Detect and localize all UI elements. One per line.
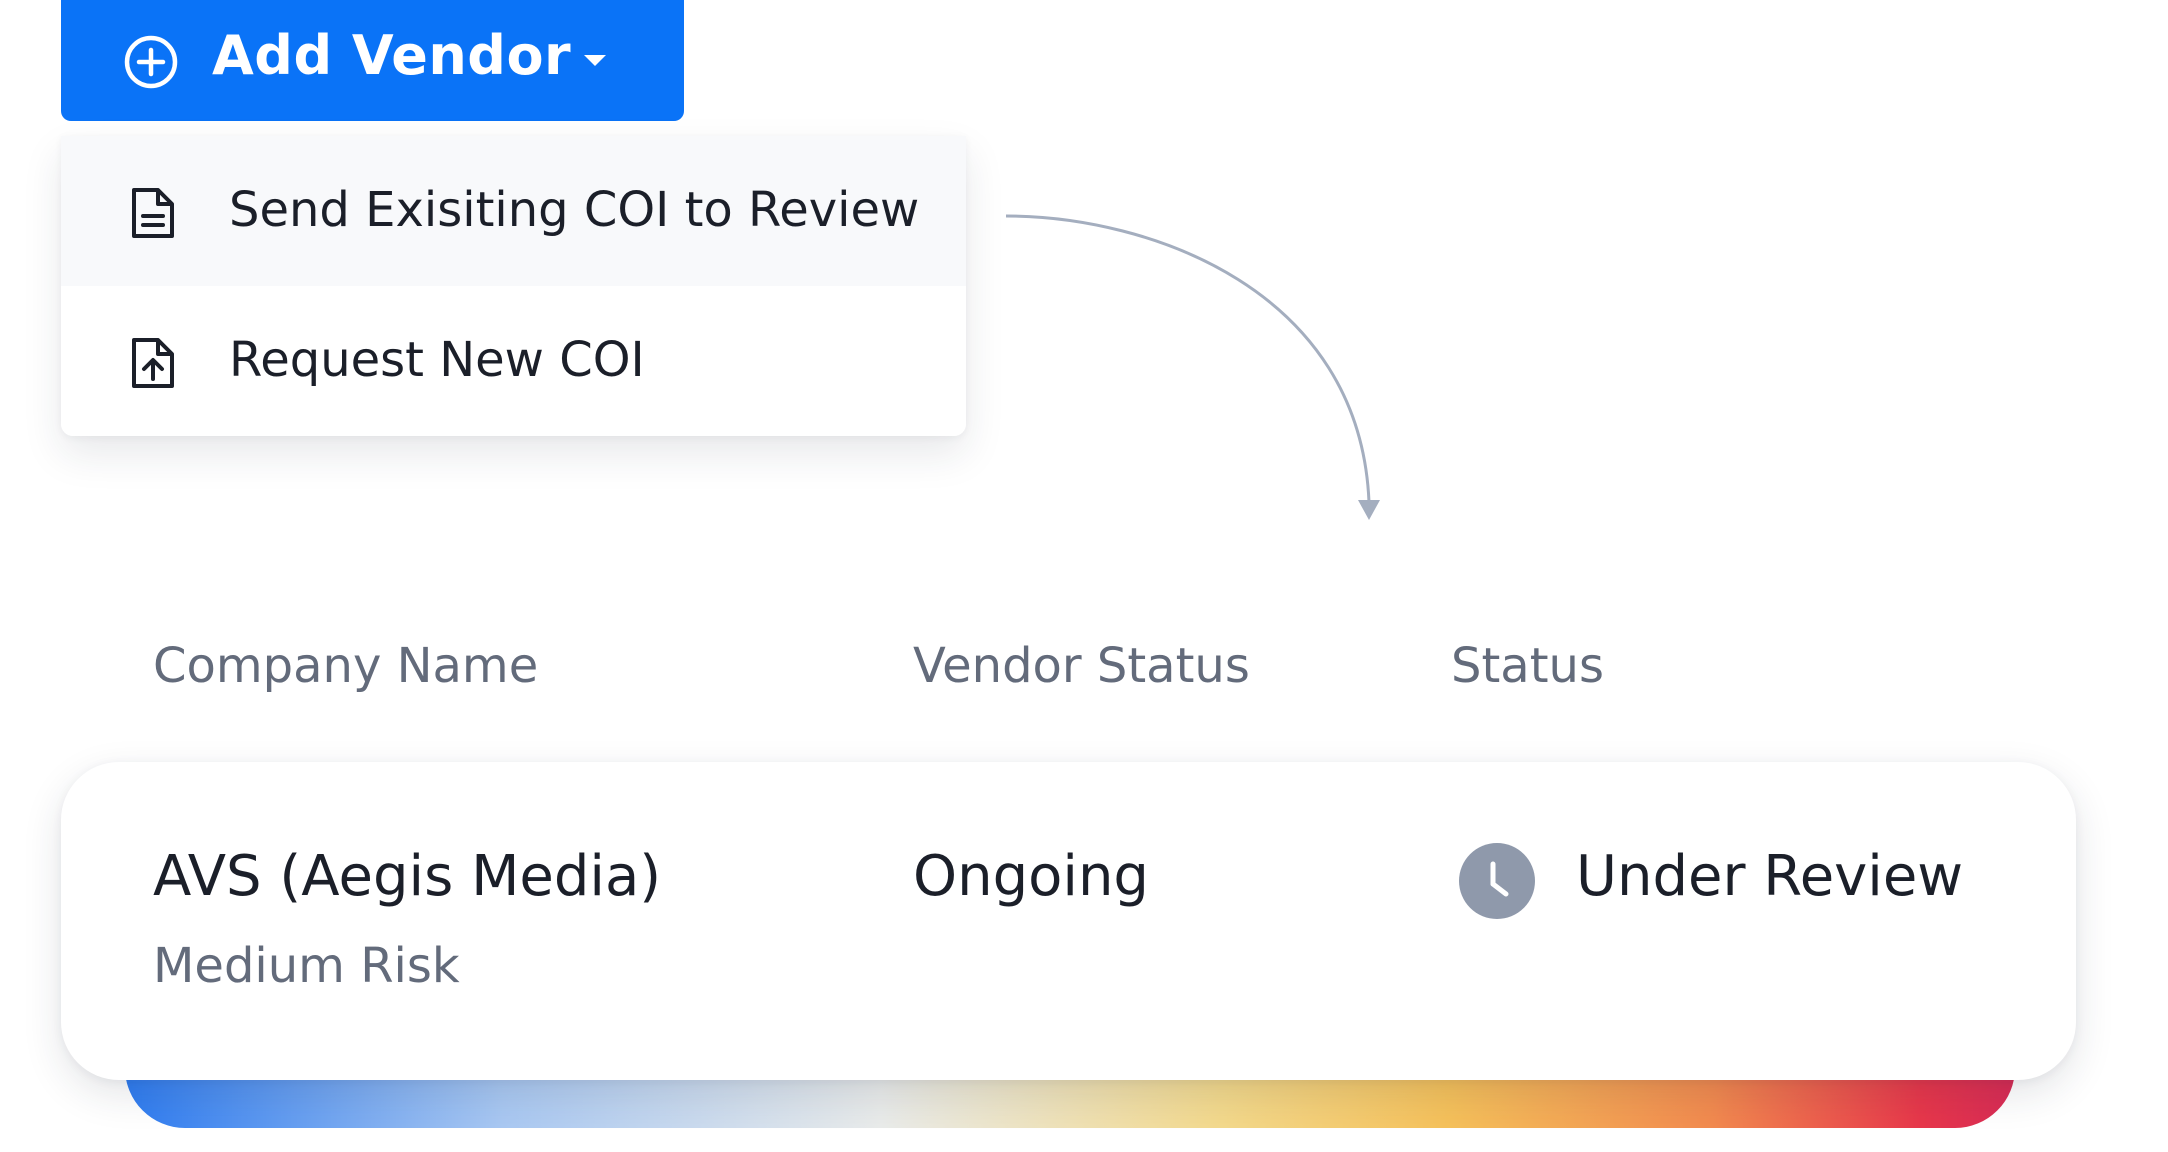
company-name: AVS (Aegis Media) bbox=[153, 844, 662, 909]
add-vendor-menu: Send Exisiting COI to Review Request New… bbox=[61, 136, 966, 436]
column-header-company[interactable]: Company Name bbox=[153, 638, 539, 694]
caret-down-icon[interactable] bbox=[581, 52, 609, 70]
risk-label: Medium Risk bbox=[153, 938, 460, 994]
document-upload-icon bbox=[132, 338, 174, 388]
clock-icon bbox=[1459, 843, 1535, 919]
menu-item-label: Request New COI bbox=[229, 332, 645, 388]
menu-item-label: Send Exisiting COI to Review bbox=[229, 182, 920, 238]
menu-item-request-new-coi[interactable]: Request New COI bbox=[61, 286, 966, 436]
status-badge: Under Review bbox=[1576, 844, 1964, 909]
column-header-vendor-status[interactable]: Vendor Status bbox=[913, 638, 1250, 694]
vendor-status-value: Ongoing bbox=[913, 844, 1149, 909]
add-vendor-button[interactable]: Add Vendor bbox=[61, 0, 684, 121]
add-vendor-label: Add Vendor bbox=[212, 24, 572, 87]
column-header-status[interactable]: Status bbox=[1451, 638, 1604, 694]
document-icon bbox=[132, 188, 174, 238]
menu-item-send-existing-coi[interactable]: Send Exisiting COI to Review bbox=[61, 136, 966, 286]
vendor-row[interactable]: AVS (Aegis Media) Medium Risk Ongoing Un… bbox=[61, 762, 2076, 1080]
plus-circle-icon bbox=[124, 35, 178, 89]
